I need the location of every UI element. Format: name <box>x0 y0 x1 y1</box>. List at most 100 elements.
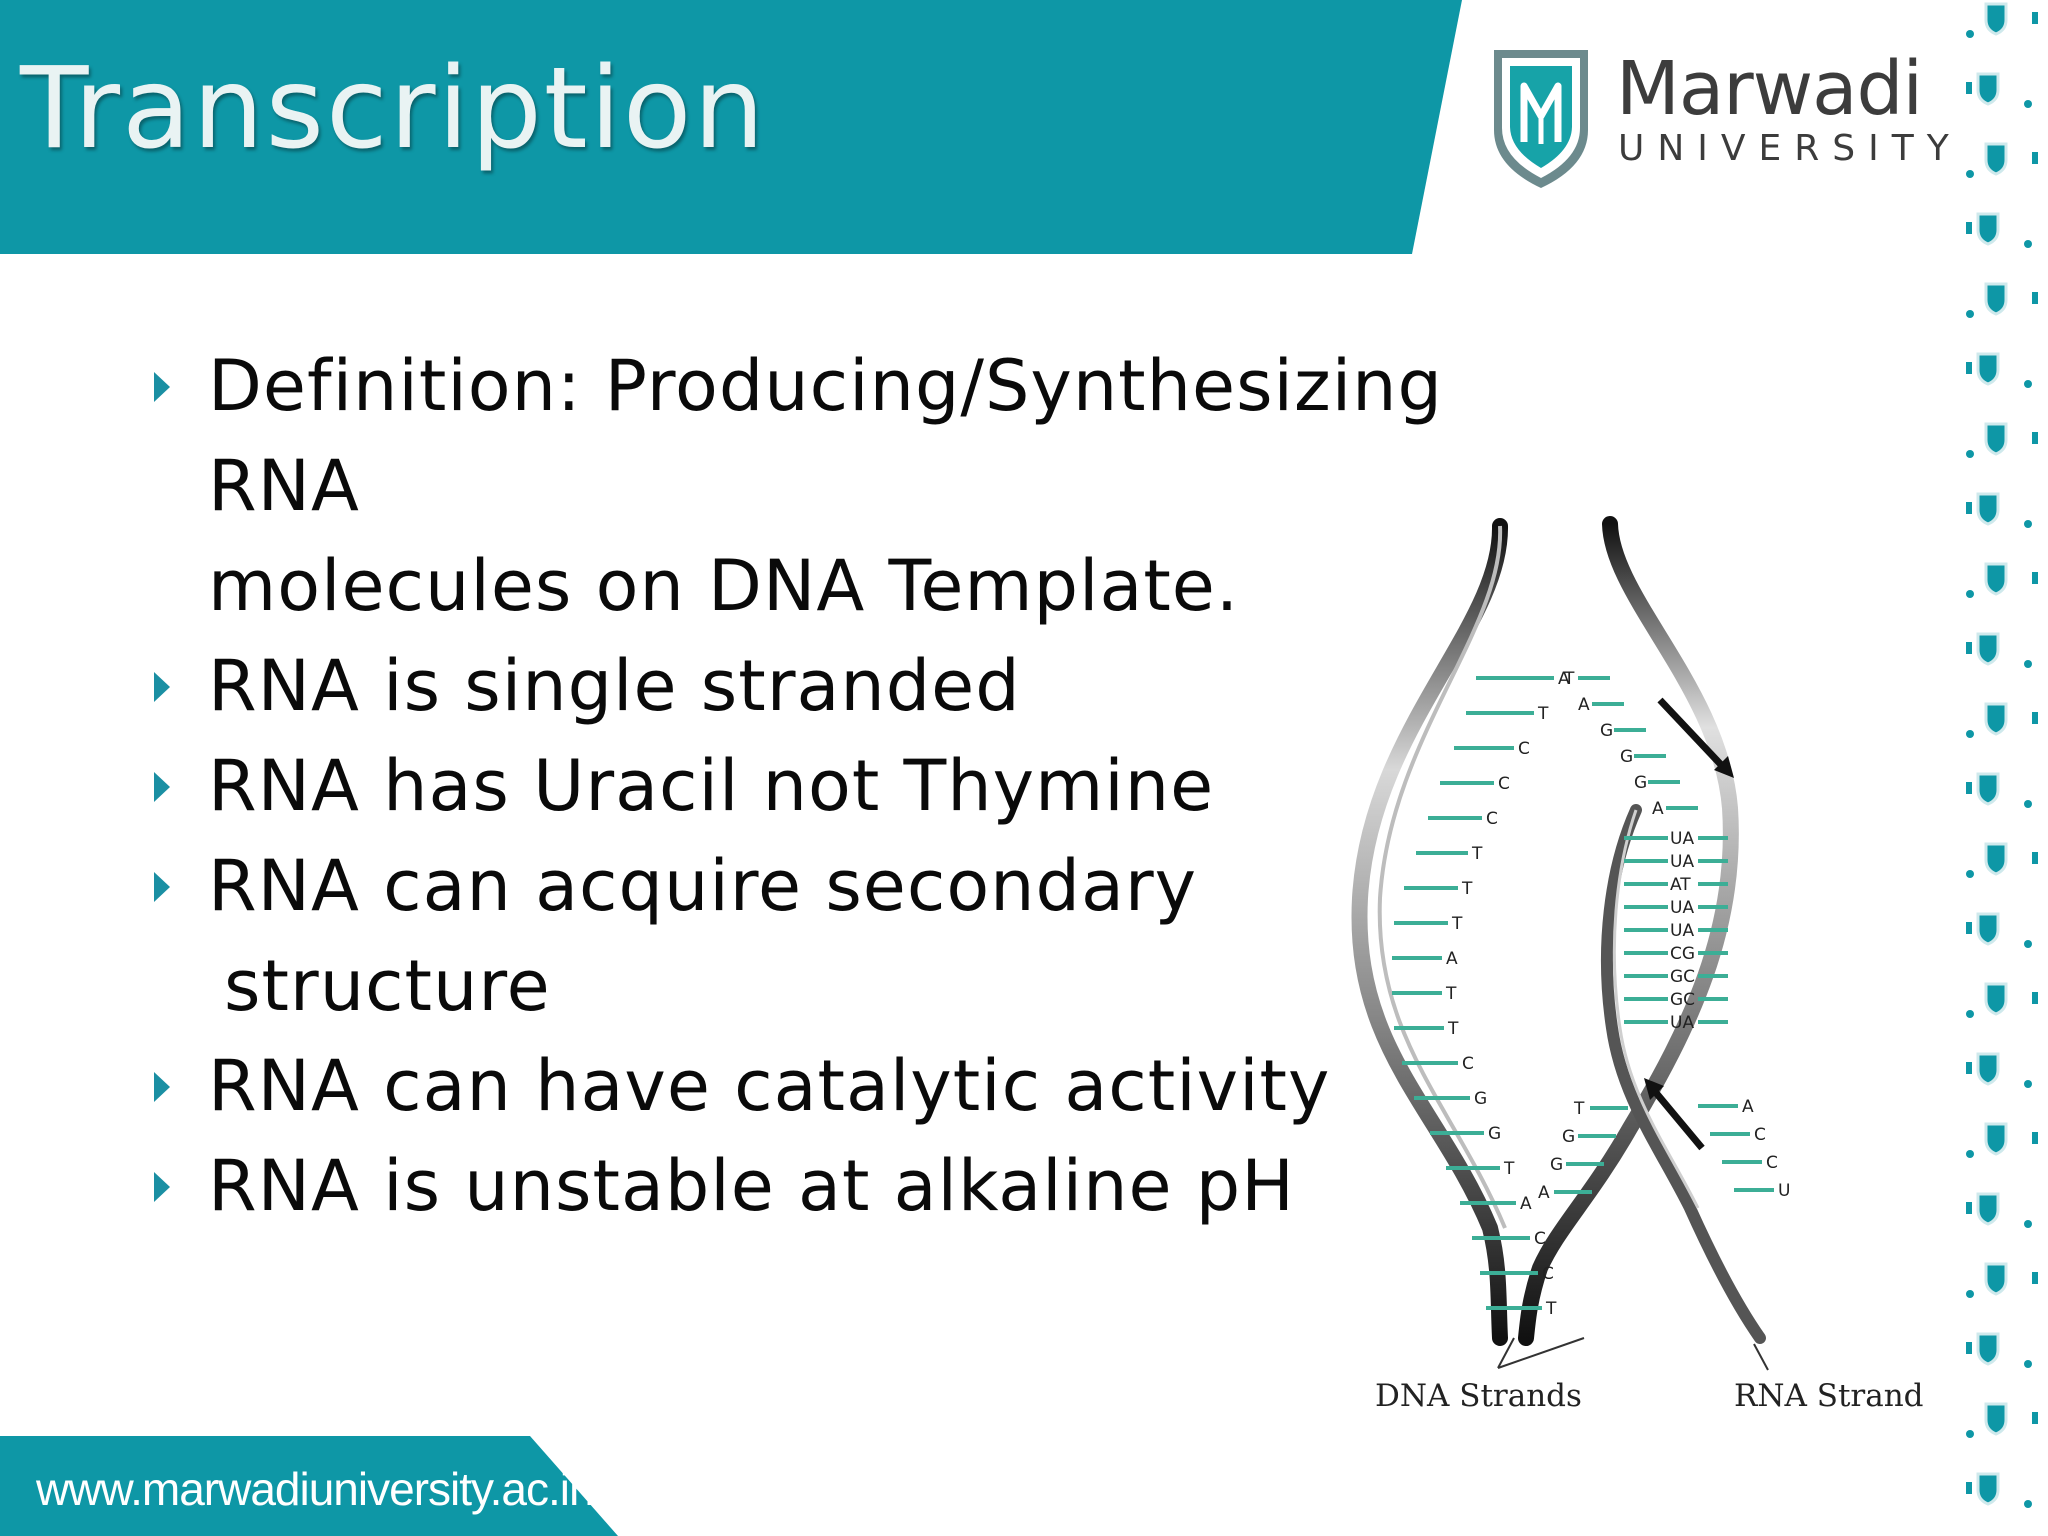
template-base-label: G <box>1600 721 1613 741</box>
border-dot <box>1966 450 1974 458</box>
bullet-arrow-icon <box>154 1172 170 1202</box>
lower-rna-base-label: C <box>1754 1125 1766 1145</box>
border-dash <box>1966 1202 1972 1214</box>
bullet-arrow-icon <box>154 772 170 802</box>
left-base-label: C <box>1462 1054 1474 1074</box>
bullet-text-continued: structure <box>224 945 551 1027</box>
border-dash <box>1966 82 1972 94</box>
border-shield-icon <box>1984 2 2008 36</box>
border-shield-icon <box>1984 422 2008 456</box>
bullet-item: RNA has Uracil not Thymine <box>150 736 1450 836</box>
border-dot <box>1966 30 1974 38</box>
border-dot <box>2024 1220 2032 1228</box>
border-dash <box>1966 782 1972 794</box>
left-base-label: T <box>1545 1299 1557 1319</box>
border-shield-icon <box>1976 632 2000 666</box>
base-pair-label: UA <box>1670 1013 1694 1033</box>
border-shield-icon <box>1984 1262 2008 1296</box>
bullet-text: RNA has Uracil not Thymine <box>208 745 1215 827</box>
border-dot <box>1966 1430 1974 1438</box>
border-shield-icon <box>1976 352 2000 386</box>
border-dot <box>2024 240 2032 248</box>
border-shield-icon <box>1984 1122 2008 1156</box>
border-dash <box>2032 712 2038 724</box>
left-base-label: A <box>1446 949 1458 969</box>
border-dot <box>2024 380 2032 388</box>
left-base-label: C <box>1518 739 1530 759</box>
border-dot <box>1966 170 1974 178</box>
border-dash <box>2032 1132 2038 1144</box>
lower-template-base-label: A <box>1538 1183 1550 1203</box>
left-base-label: A <box>1558 669 1570 689</box>
border-dot <box>2024 800 2032 808</box>
border-dot <box>1966 730 1974 738</box>
border-dash <box>1966 362 1972 374</box>
border-dash <box>2032 572 2038 584</box>
template-base-label: T <box>1563 669 1575 689</box>
bullet-item: RNA is unstable at alkaline pH <box>150 1136 1450 1236</box>
border-dash <box>2032 992 2038 1004</box>
bullet-text: RNA can acquire secondary <box>208 845 1198 927</box>
bullet-item: RNA is single stranded <box>150 636 1450 736</box>
bullet-text: RNA can have catalytic activity <box>208 1045 1331 1127</box>
bullet-text: Definition: Producing/Synthesizing RNA <box>208 345 1443 527</box>
border-dot <box>1966 1010 1974 1018</box>
border-shield-icon <box>1976 72 2000 106</box>
decorative-shield-border <box>1966 2 2038 1508</box>
border-shield-icon <box>1976 1192 2000 1226</box>
base-pair-label: UA <box>1670 921 1694 941</box>
lower-rna-base-label: U <box>1778 1181 1790 1201</box>
border-shield-icon <box>1976 772 2000 806</box>
dna-strand-shapes <box>1351 516 1769 1371</box>
bullet-arrow-icon <box>154 1072 170 1102</box>
border-dash <box>1966 922 1972 934</box>
logo-subtitle: UNIVERSITY <box>1618 128 1962 169</box>
left-base-label: G <box>1474 1089 1487 1109</box>
footer-website: www.marwadiuniversity.ac.in <box>36 1463 595 1515</box>
border-dot <box>1966 870 1974 878</box>
bullet-text: RNA is unstable at alkaline pH <box>208 1145 1295 1227</box>
border-shield-icon <box>1976 492 2000 526</box>
border-dot <box>2024 940 2032 948</box>
template-base-label: G <box>1634 773 1647 793</box>
bullet-item: RNA can acquire secondary structure <box>150 836 1450 1036</box>
border-dash <box>1966 1342 1972 1354</box>
left-base-label: T <box>1451 914 1463 934</box>
lower-template-base-label: T <box>1573 1099 1585 1119</box>
border-shield-icon <box>1984 982 2008 1016</box>
border-shield-icon <box>1976 912 2000 946</box>
border-dash <box>2032 292 2038 304</box>
bullet-arrow-icon <box>154 672 170 702</box>
border-dash <box>2032 432 2038 444</box>
border-dot <box>1966 1290 1974 1298</box>
dna-strands-label: DNA Strands <box>1375 1378 1582 1414</box>
border-dash <box>2032 1272 2038 1284</box>
border-dot <box>2024 1080 2032 1088</box>
left-base-label: T <box>1503 1159 1515 1179</box>
template-base-label: A <box>1578 695 1590 715</box>
left-base-label: C <box>1534 1229 1546 1249</box>
border-dash <box>2032 152 2038 164</box>
left-base-label: C <box>1486 809 1498 829</box>
lower-template-base-label: G <box>1562 1127 1575 1147</box>
border-dot <box>2024 520 2032 528</box>
border-shield-icon <box>1976 1332 2000 1366</box>
border-shield-icon <box>1976 1472 2000 1506</box>
border-dash <box>1966 502 1972 514</box>
bullet-arrow-icon <box>154 872 170 902</box>
border-dot <box>1966 1150 1974 1158</box>
university-logo: Marwadi UNIVERSITY <box>1486 44 1949 194</box>
dna-transcription-diagram: ATCCCTTTATTCGGTACCTTAGGGAUAUAATUAUACGGCG… <box>1351 516 1924 1414</box>
border-dot <box>1966 310 1974 318</box>
bullet-text: RNA is single stranded <box>208 645 1021 727</box>
lower-rna-base-label: C <box>1766 1153 1778 1173</box>
border-shield-icon <box>1976 212 2000 246</box>
border-dot <box>1966 590 1974 598</box>
bullet-arrow-icon <box>154 372 170 402</box>
base-pair-label: GC <box>1670 967 1695 987</box>
lower-template-base-label: G <box>1550 1155 1563 1175</box>
left-base-label: G <box>1488 1124 1501 1144</box>
left-base-label: C <box>1498 774 1510 794</box>
border-dash <box>2032 852 2038 864</box>
base-pair-label: AT <box>1670 875 1691 895</box>
